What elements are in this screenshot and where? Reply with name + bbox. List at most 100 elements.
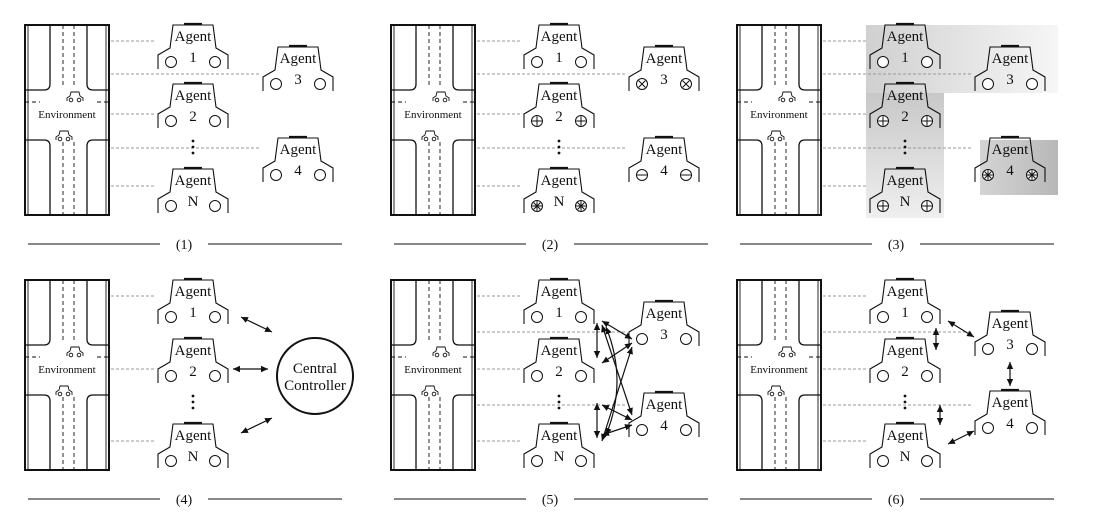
environment-block: Environment [390,279,476,471]
agent-label: Agent [887,88,924,104]
road-edge [25,280,109,470]
agent-number: 4 [660,163,668,179]
environment-label: Environment [404,109,461,121]
panel-5: EnvironmentAgent1Agent2AgentNAgent3Agent… [390,277,708,508]
agent-number: N [900,194,911,210]
agent-label: Agent [541,29,578,45]
agent-label: Agent [541,428,578,444]
car-icon [66,346,84,358]
agent-label: Agent [887,284,924,300]
ellipsis-dots [191,139,195,155]
wheel-circle-icon [165,370,177,382]
environment-frame [390,24,476,216]
panel-label: (6) [888,493,905,508]
agent-label: Agent [992,395,1029,411]
environment-block: Environment [24,24,110,216]
agent-label: Agent [175,88,212,104]
panel-label: (2) [542,238,559,253]
wheel-circle-icon [877,311,889,323]
agent-label: Agent [175,173,212,189]
panel-2: EnvironmentAgent1Agent2AgentNAgent3Agent… [390,22,708,253]
panel-6: EnvironmentAgent1Agent2AgentNAgent3Agent… [736,277,1054,508]
environment-block: Environment [736,24,822,216]
ellipsis-dots [903,394,907,410]
wheel-circle-icon [314,78,326,90]
road-edge [737,25,821,215]
car-icon [55,385,73,397]
wheel-mark [577,202,585,210]
car-icon [421,130,439,142]
agent-label: Agent [541,343,578,359]
wheel-circle-icon [165,311,177,323]
wheel-circle-icon [531,56,543,68]
agent-number: 1 [189,305,197,321]
wheel-star-icon [1026,169,1038,181]
agent-label: Agent [992,142,1029,158]
communication-arrow [601,320,633,340]
wheel-circle-icon [209,56,221,68]
wheel-circle-icon [209,311,221,323]
central-controller [276,337,354,415]
wheel-circle-icon [209,115,221,127]
agent-number: 2 [189,109,197,125]
car-icon [778,346,796,358]
wheel-circle-icon [531,455,543,467]
environment-block: Environment [390,24,476,216]
agent-label: Agent [280,142,317,158]
car-icon [767,385,785,397]
wheel-star-icon [531,200,543,212]
panel-label: (1) [176,238,193,253]
agent-number: 2 [555,109,563,125]
wheel-circle-icon [575,311,587,323]
wheel-circle-icon [921,455,933,467]
agent-label: Agent [887,428,924,444]
wheel-circle-icon [1026,78,1038,90]
agent-number: N [900,449,911,465]
environment-frame [24,279,110,471]
agent-number: 2 [189,364,197,380]
wheel-circle-icon [982,422,994,434]
wheel-circle-icon [636,424,648,436]
shared-reward-group [866,93,944,218]
wheel-circle-icon [982,343,994,355]
agent-number: 1 [901,50,909,66]
wheel-circle-icon [531,311,543,323]
environment-label: Environment [750,364,807,376]
wheel-plus-icon [531,115,543,127]
wheel-circle-icon [1026,422,1038,434]
environment-block: Environment [736,279,822,471]
sidewalk-line [393,25,473,215]
wheel-circle-icon [680,424,692,436]
wheel-circle-icon [165,200,177,212]
central-controller-label: Central [293,361,337,377]
panel-label: (3) [888,238,905,253]
environment-block: Environment [24,279,110,471]
ellipsis-dots [903,139,907,155]
agent-label: Agent [992,51,1029,67]
wheel-circle-icon [314,169,326,181]
wheel-circle-icon [1026,343,1038,355]
road-edge [25,25,109,215]
road-edge [391,280,475,470]
wheel-circle-icon [270,78,282,90]
wheel-plus-icon [877,200,889,212]
communication-arrow [240,316,273,333]
environment-label: Environment [750,109,807,121]
agent-number: 3 [1006,337,1014,353]
wheel-minus-icon [636,169,648,181]
panel-label: (4) [176,493,193,508]
agent-label: Agent [541,284,578,300]
panel-4: EnvironmentAgent1Agent2AgentNCentralCont… [24,277,354,508]
sidewalk-line [739,280,819,470]
panel-label: (5) [542,493,559,508]
wheel-star-icon [575,200,587,212]
